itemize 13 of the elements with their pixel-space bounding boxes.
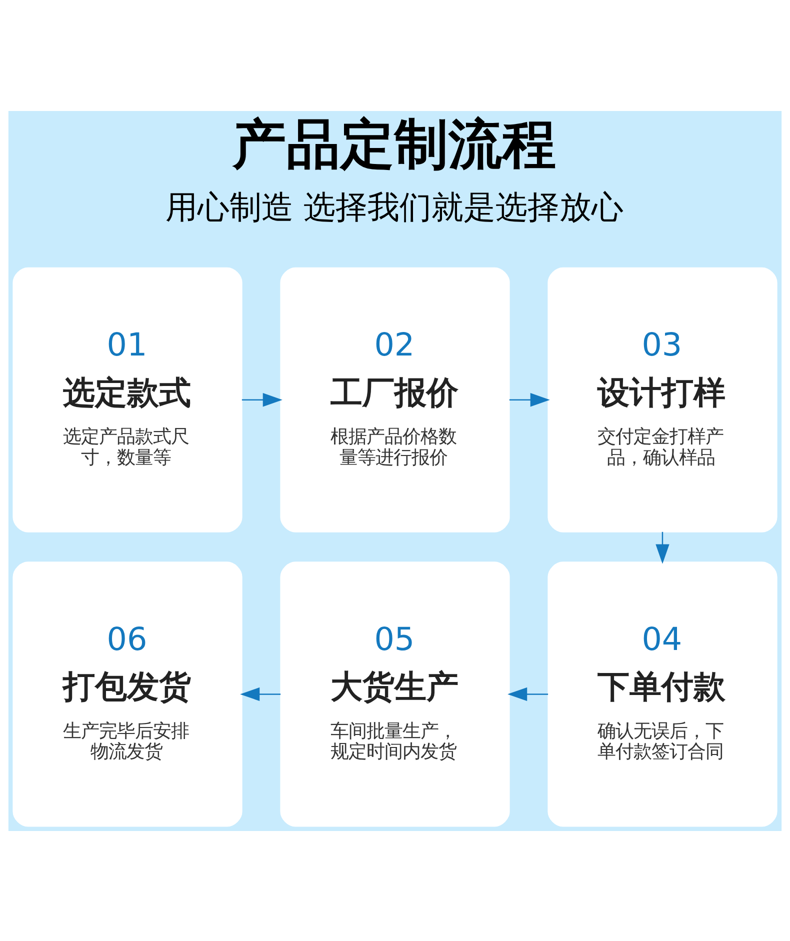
node-box: 02 工厂报价 根据产品价格数量等进行报价 <box>280 266 510 532</box>
node-box: 03 设计打样 交付定金打样产品，确认样品 <box>548 266 778 532</box>
node-box: 04 下单付款 确认无误后，下单付款签订合同 <box>548 561 778 826</box>
arrow <box>242 392 282 406</box>
arrow <box>508 686 548 701</box>
arrow <box>240 686 281 701</box>
arrow <box>656 531 670 564</box>
node-box: 01 选定款式 选定产品款式尺寸，数量等 <box>12 266 242 532</box>
node-box: 06 打包发货 生产完毕后安排物流发货 <box>12 561 242 826</box>
label: 用心制造 选择我们就是选择放心 <box>165 190 624 226</box>
arrow <box>509 392 550 406</box>
node-box: 05 大货生产 车间批量生产，规定时间内发货 <box>280 561 510 826</box>
diagram-title: 产品定制流程 <box>232 112 557 176</box>
